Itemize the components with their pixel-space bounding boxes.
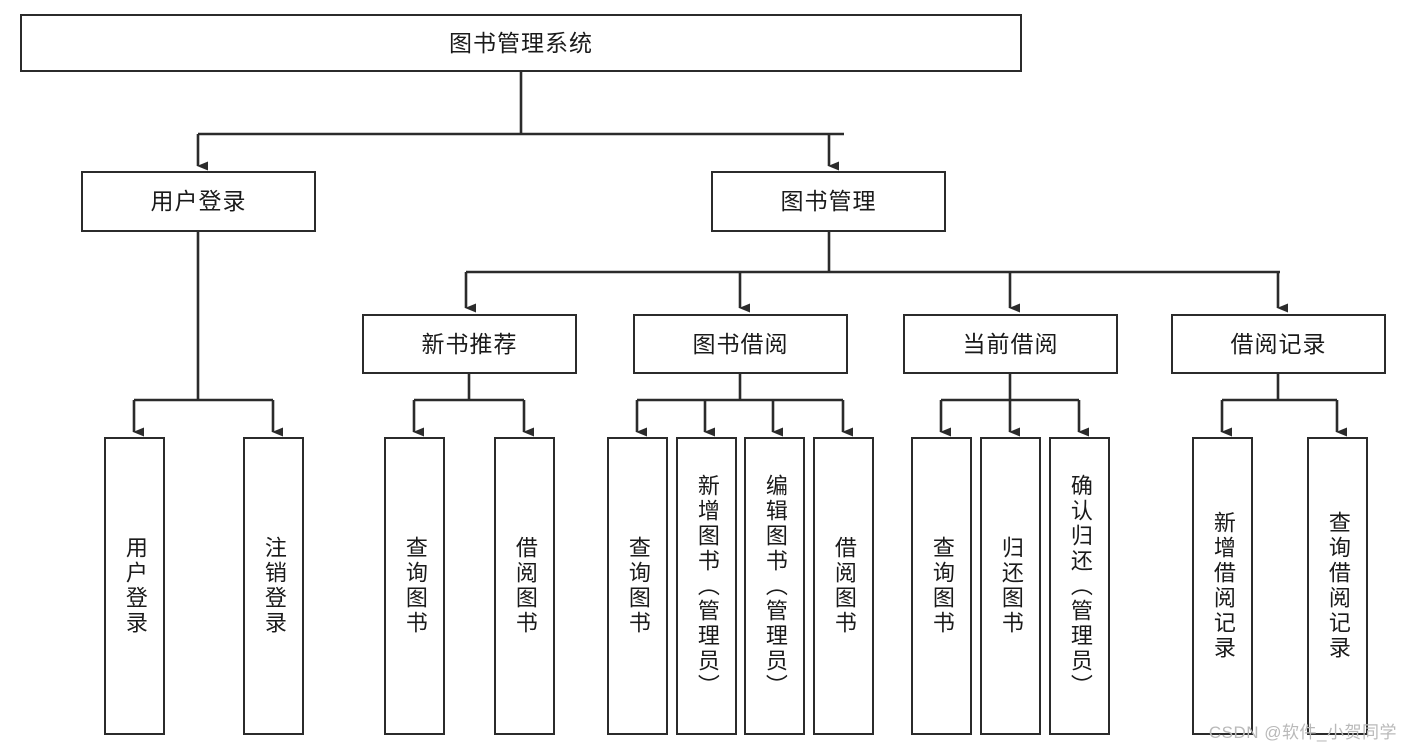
leaf-user-login[interactable]: 用户登录 — [104, 437, 165, 735]
leaf-query-book-2-label: 查询图书 — [625, 536, 651, 636]
leaf-confirm-return[interactable]: 确认归还（管理员） — [1049, 437, 1110, 735]
watermark: CSDN @软件_小贺同学 — [1208, 723, 1397, 742]
node-book-borrow[interactable]: 图书借阅 — [633, 314, 848, 374]
leaf-add-record[interactable]: 新增借阅记录 — [1192, 437, 1253, 735]
node-borrow-record-label: 借阅记录 — [1230, 330, 1327, 357]
node-new-book-recommend[interactable]: 新书推荐 — [362, 314, 577, 374]
leaf-confirm-return-label: 确认归还（管理员） — [1067, 473, 1093, 699]
leaf-query-book-3-label: 查询图书 — [929, 536, 955, 636]
leaf-add-book[interactable]: 新增图书（管理员） — [676, 437, 737, 735]
node-book-manage[interactable]: 图书管理 — [711, 171, 946, 232]
leaf-edit-book[interactable]: 编辑图书（管理员） — [744, 437, 805, 735]
leaf-user-logout[interactable]: 注销登录 — [243, 437, 304, 735]
node-book-borrow-label: 图书借阅 — [692, 330, 789, 357]
node-new-book-recommend-label: 新书推荐 — [421, 330, 518, 357]
leaf-return-book[interactable]: 归还图书 — [980, 437, 1041, 735]
leaf-return-book-label: 归还图书 — [998, 536, 1024, 636]
leaf-user-login-label: 用户登录 — [122, 536, 148, 636]
leaf-borrow-book-2[interactable]: 借阅图书 — [813, 437, 874, 735]
leaf-borrow-book-1[interactable]: 借阅图书 — [494, 437, 555, 735]
node-user-login-label: 用户登录 — [150, 188, 247, 215]
leaf-query-book-2[interactable]: 查询图书 — [607, 437, 668, 735]
leaf-add-record-label: 新增借阅记录 — [1210, 511, 1236, 661]
leaf-query-book-1-label: 查询图书 — [402, 536, 428, 636]
node-root-label: 图书管理系统 — [449, 29, 593, 56]
node-borrow-record[interactable]: 借阅记录 — [1171, 314, 1386, 374]
leaf-query-book-3[interactable]: 查询图书 — [911, 437, 972, 735]
leaf-add-book-label: 新增图书（管理员） — [694, 473, 720, 699]
node-user-login[interactable]: 用户登录 — [81, 171, 316, 232]
leaf-user-logout-label: 注销登录 — [261, 536, 287, 636]
node-root[interactable]: 图书管理系统 — [20, 14, 1022, 72]
leaf-query-record[interactable]: 查询借阅记录 — [1307, 437, 1368, 735]
leaf-query-record-label: 查询借阅记录 — [1325, 511, 1351, 661]
leaf-edit-book-label: 编辑图书（管理员） — [762, 473, 788, 699]
node-current-borrow[interactable]: 当前借阅 — [903, 314, 1118, 374]
node-book-manage-label: 图书管理 — [780, 188, 877, 215]
leaf-borrow-book-1-label: 借阅图书 — [512, 536, 538, 636]
leaf-query-book-1[interactable]: 查询图书 — [384, 437, 445, 735]
node-current-borrow-label: 当前借阅 — [962, 330, 1059, 357]
leaf-borrow-book-2-label: 借阅图书 — [831, 536, 857, 636]
